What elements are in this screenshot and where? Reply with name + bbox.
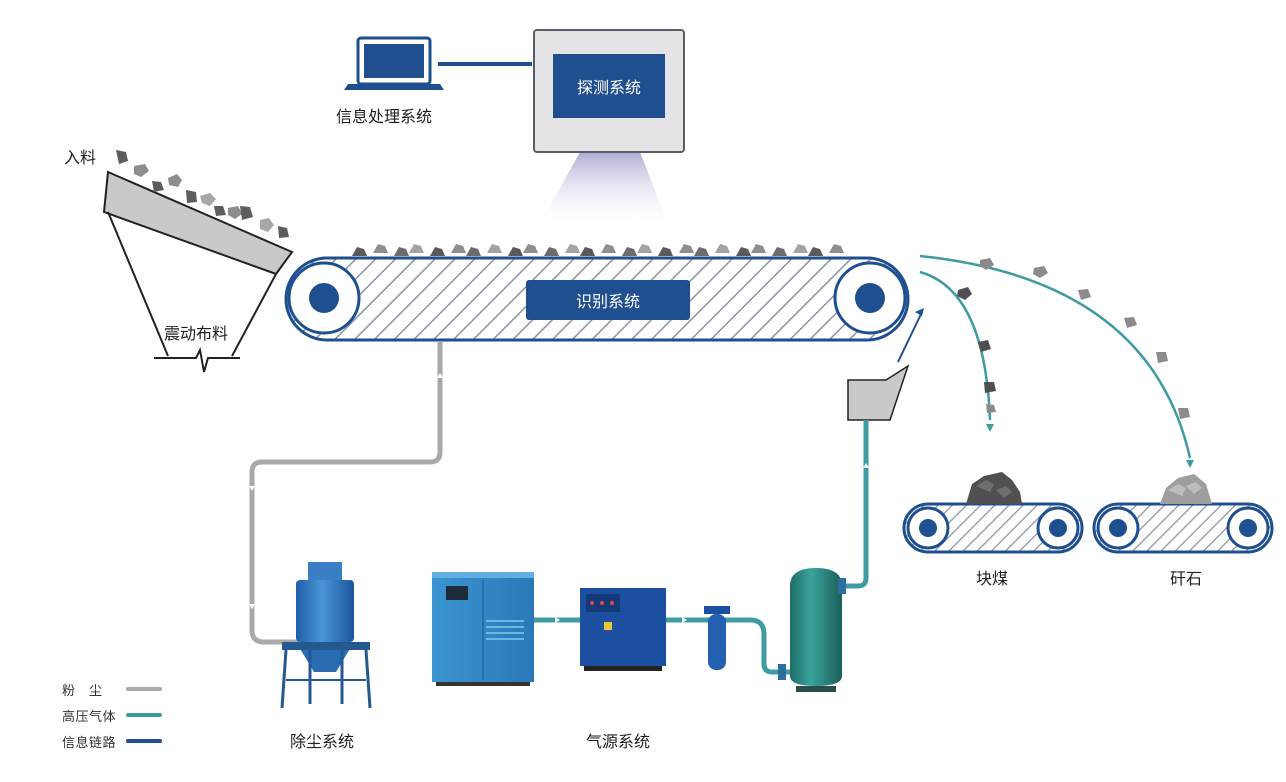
- info-system-label: 信息处理系统: [336, 107, 433, 126]
- material-lump: [793, 244, 808, 253]
- material-lump: [829, 244, 844, 253]
- material-lump: [430, 247, 445, 256]
- air-tank: [778, 568, 846, 692]
- material-lump: [580, 247, 595, 256]
- material-lump: [352, 247, 367, 256]
- material-lump: [487, 244, 502, 253]
- detection-monitor: [533, 29, 685, 224]
- dust-collector: [280, 562, 372, 709]
- material-lump: [409, 244, 424, 253]
- air-nozzle: [847, 308, 924, 426]
- material-lump: [751, 244, 766, 253]
- material-lump: [451, 244, 466, 253]
- dust-pipe: [249, 342, 443, 645]
- coal-conveyor: [902, 472, 1084, 554]
- legend-item-dust: 粉 尘: [62, 676, 162, 702]
- material-lump: [637, 244, 652, 253]
- feed-in-label: 入料: [64, 148, 97, 167]
- material-lump: [622, 247, 637, 256]
- arrow-icon: [1186, 460, 1194, 468]
- air-filter: [704, 606, 730, 670]
- belt-material: [352, 244, 844, 256]
- material-lump: [523, 244, 538, 253]
- gangue-trajectory: [919, 254, 1192, 459]
- detect-system-label: 探测系统: [576, 78, 641, 97]
- gas-pipe-riser: [844, 424, 869, 589]
- material-lump: [565, 244, 580, 253]
- legend-label: 粉 尘: [62, 683, 103, 699]
- material-lump: [373, 244, 388, 253]
- laptop-icon: [344, 36, 444, 90]
- arrow-icon: [249, 373, 443, 609]
- air-compressor: [432, 572, 534, 686]
- flying-lumps: [957, 258, 1190, 419]
- vibrating-feeder-label: 震动布料: [164, 324, 229, 343]
- legend: 粉 尘 高压气体 信息链路: [62, 676, 162, 754]
- material-lump: [601, 244, 616, 253]
- legend-swatch: [126, 739, 162, 743]
- material-lump: [715, 244, 730, 253]
- material-lump: [679, 244, 694, 253]
- air-dryer: [580, 588, 666, 671]
- legend-label: 信息链路: [62, 735, 117, 751]
- arrow-icon: [986, 424, 994, 432]
- material-lump: [466, 247, 481, 256]
- dust-system-label: 除尘系统: [290, 732, 355, 751]
- legend-swatch: [126, 687, 162, 691]
- air-system-label: 气源系统: [586, 732, 651, 751]
- material-lump: [694, 247, 709, 256]
- material-lump: [658, 247, 673, 256]
- material-lump: [736, 247, 751, 256]
- gangue-conveyor: [1092, 474, 1274, 554]
- feed-material: [116, 150, 289, 238]
- legend-label: 高压气体: [62, 709, 117, 725]
- material-lump: [544, 247, 559, 256]
- material-lump: [508, 247, 523, 256]
- main-conveyor: [284, 256, 910, 342]
- material-lump: [808, 247, 823, 256]
- legend-swatch: [126, 713, 162, 717]
- recognition-system-label: 识别系统: [575, 292, 640, 311]
- gangue-label: 矸石: [1170, 569, 1203, 588]
- material-lump: [394, 247, 409, 256]
- vibrating-feeder: [102, 170, 294, 373]
- gas-pipe: [534, 617, 790, 675]
- arrow-icon: [555, 463, 869, 623]
- lump-coal-label: 块煤: [976, 569, 1009, 588]
- legend-item-gas: 高压气体: [62, 702, 162, 728]
- legend-item-info: 信息链路: [62, 728, 162, 754]
- material-lump: [772, 247, 787, 256]
